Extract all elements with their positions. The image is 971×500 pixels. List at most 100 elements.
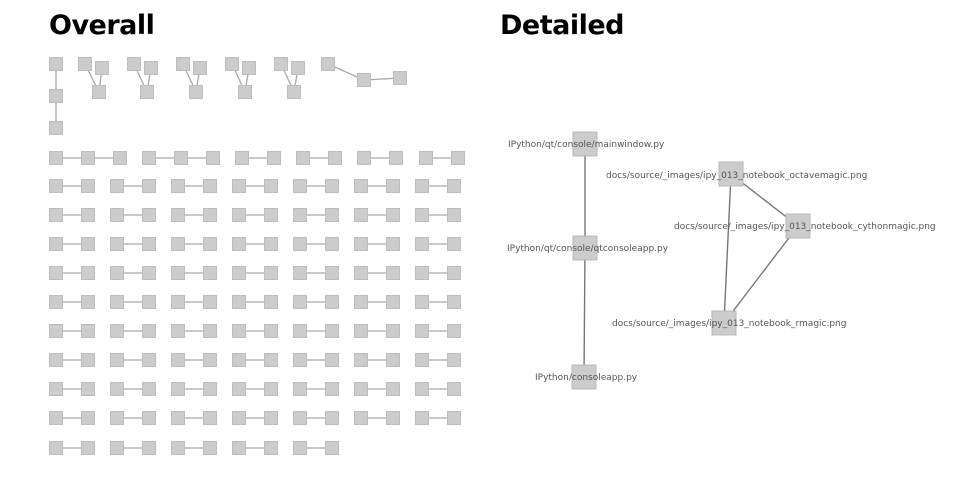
overall-node — [110, 208, 124, 222]
overall-node — [49, 179, 63, 193]
overall-node — [415, 208, 429, 222]
overall-node — [447, 237, 461, 251]
overall-node — [142, 208, 156, 222]
overall-node — [293, 382, 307, 396]
overall-node — [49, 382, 63, 396]
overall-node — [325, 208, 339, 222]
overall-node — [203, 208, 217, 222]
overall-node — [325, 179, 339, 193]
overall-node — [447, 324, 461, 338]
overall-node — [193, 61, 207, 75]
overall-node — [49, 441, 63, 455]
overall-node — [232, 353, 246, 367]
overall-node — [142, 411, 156, 425]
overall-node — [142, 295, 156, 309]
overall-node — [235, 151, 249, 165]
overall-node — [144, 61, 158, 75]
overall-node — [49, 295, 63, 309]
label-octavemagic: docs/source/_images/ipy_013_notebook_oct… — [606, 171, 867, 181]
overall-node — [386, 237, 400, 251]
overall-node — [267, 151, 281, 165]
overall-node — [447, 266, 461, 280]
overall-node — [81, 295, 95, 309]
overall-node — [232, 324, 246, 338]
overall-node — [386, 324, 400, 338]
overall-node — [225, 57, 239, 71]
overall-node — [142, 237, 156, 251]
overall-node — [354, 266, 368, 280]
overall-node — [232, 179, 246, 193]
overall-node — [142, 353, 156, 367]
overall-node — [386, 208, 400, 222]
node-consoleapp — [571, 364, 597, 390]
overall-node — [206, 151, 220, 165]
overall-node — [78, 57, 92, 71]
overall-node — [415, 295, 429, 309]
overall-node — [81, 382, 95, 396]
overall-node — [203, 411, 217, 425]
overall-node — [110, 353, 124, 367]
overall-node — [127, 57, 141, 71]
overall-node — [81, 441, 95, 455]
overall-node — [171, 266, 185, 280]
overall-node — [232, 411, 246, 425]
overall-node — [415, 237, 429, 251]
overall-node — [142, 382, 156, 396]
overall-node — [49, 324, 63, 338]
overall-node — [203, 237, 217, 251]
overall-node — [357, 73, 371, 87]
overall-node — [142, 324, 156, 338]
overall-node — [81, 237, 95, 251]
overall-node — [386, 266, 400, 280]
label-qtconsoleapp: IPython/qt/console/qtconsoleapp.py — [507, 244, 669, 254]
overall-node — [171, 208, 185, 222]
overall-node — [264, 208, 278, 222]
overall-node — [447, 295, 461, 309]
overall-node — [264, 324, 278, 338]
overall-node — [142, 441, 156, 455]
overall-node — [95, 61, 109, 75]
overall-node — [110, 411, 124, 425]
overall-node — [415, 266, 429, 280]
overall-node — [110, 295, 124, 309]
overall-node — [389, 151, 403, 165]
overall-node — [264, 179, 278, 193]
label-rmagic: docs/source/_images/ipy_013_notebook_rma… — [612, 319, 846, 329]
overall-node — [81, 179, 95, 193]
overall-node — [325, 295, 339, 309]
overall-node — [264, 237, 278, 251]
overall-node — [49, 353, 63, 367]
overall-node — [203, 266, 217, 280]
overall-node — [203, 382, 217, 396]
overall-node — [293, 324, 307, 338]
overall-node — [264, 353, 278, 367]
overall-node — [293, 266, 307, 280]
overall-node — [49, 121, 63, 135]
overall-node — [203, 324, 217, 338]
overall-node — [415, 353, 429, 367]
overall-node — [357, 151, 371, 165]
overall-node — [110, 266, 124, 280]
overall-node — [393, 71, 407, 85]
overall-node — [447, 382, 461, 396]
overall-node — [142, 151, 156, 165]
overall-node — [274, 57, 288, 71]
overall-node — [142, 266, 156, 280]
overall-node — [49, 266, 63, 280]
overall-node — [171, 179, 185, 193]
overall-node — [174, 151, 188, 165]
overall-node — [325, 266, 339, 280]
overall-node — [293, 208, 307, 222]
overall-node — [325, 237, 339, 251]
label-mainwindow: IPython/qt/console/mainwindow.py — [508, 140, 665, 150]
overall-node — [110, 441, 124, 455]
overall-node — [415, 411, 429, 425]
overall-node — [110, 324, 124, 338]
overall-node — [232, 208, 246, 222]
overall-node — [354, 295, 368, 309]
overall-node — [354, 353, 368, 367]
overall-node — [354, 208, 368, 222]
overall-node — [415, 382, 429, 396]
overall-node — [447, 353, 461, 367]
